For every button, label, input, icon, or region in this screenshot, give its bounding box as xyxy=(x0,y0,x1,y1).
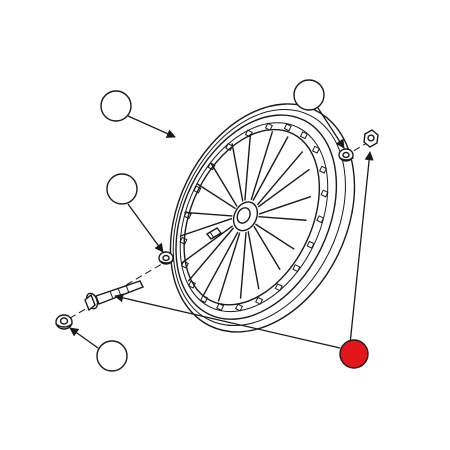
wheel-spoke xyxy=(231,133,252,202)
upper-nut xyxy=(363,129,379,148)
callout-end-cap[interactable] xyxy=(96,340,128,372)
wheel-spoke xyxy=(196,162,238,209)
rim-notch xyxy=(187,280,196,289)
rim-notch xyxy=(292,264,301,273)
leader-left-washer xyxy=(127,203,164,253)
wheel-spoke xyxy=(239,231,260,299)
rim-notches xyxy=(179,122,329,312)
wheel xyxy=(169,103,356,333)
wheel-spoke xyxy=(253,223,295,270)
rim-notch xyxy=(225,143,234,152)
wheel-spoke xyxy=(250,131,289,201)
wheel-spokes xyxy=(179,131,312,302)
rim-notch xyxy=(320,189,329,198)
upper-washer xyxy=(338,148,354,162)
wheel-spoke xyxy=(202,231,241,302)
rim-notch xyxy=(179,236,188,245)
rim-notch xyxy=(319,165,328,174)
rim-notch xyxy=(316,215,325,224)
callout-upper-washer[interactable] xyxy=(293,79,325,111)
leader-wheel xyxy=(127,115,176,138)
rim-notch xyxy=(306,240,315,249)
rim-notch xyxy=(200,295,209,304)
rim-notch xyxy=(311,145,320,154)
rim-notch xyxy=(283,123,292,132)
end-cap xyxy=(55,314,73,330)
leader-red-to-bolt xyxy=(114,293,341,349)
left-washer xyxy=(158,251,174,265)
rim-notch xyxy=(180,260,189,269)
rim-notch xyxy=(264,122,273,131)
leader-end-cap xyxy=(69,327,99,349)
callout-wheel[interactable] xyxy=(100,90,132,122)
wheel-spoke xyxy=(257,151,310,208)
valve-stem xyxy=(205,227,223,240)
wheel-hub xyxy=(232,201,259,232)
rim-notch xyxy=(299,131,308,140)
rim-notch xyxy=(234,303,244,312)
axle-bolt xyxy=(84,280,144,312)
rim-notch xyxy=(216,302,225,311)
rim-notch xyxy=(274,283,283,292)
callout-axle-bolt-nut-set[interactable] xyxy=(339,339,369,369)
rim-notch xyxy=(255,296,264,305)
callout-left-washer[interactable] xyxy=(106,173,138,205)
leader-red-to-nut xyxy=(349,151,374,345)
wheel-spoke xyxy=(181,225,234,282)
wheel-spoke xyxy=(258,195,312,221)
leader-upper-washer xyxy=(317,107,345,149)
rim-notch xyxy=(193,185,202,194)
wheel-spoke xyxy=(179,211,233,237)
rim-notch xyxy=(244,129,253,138)
